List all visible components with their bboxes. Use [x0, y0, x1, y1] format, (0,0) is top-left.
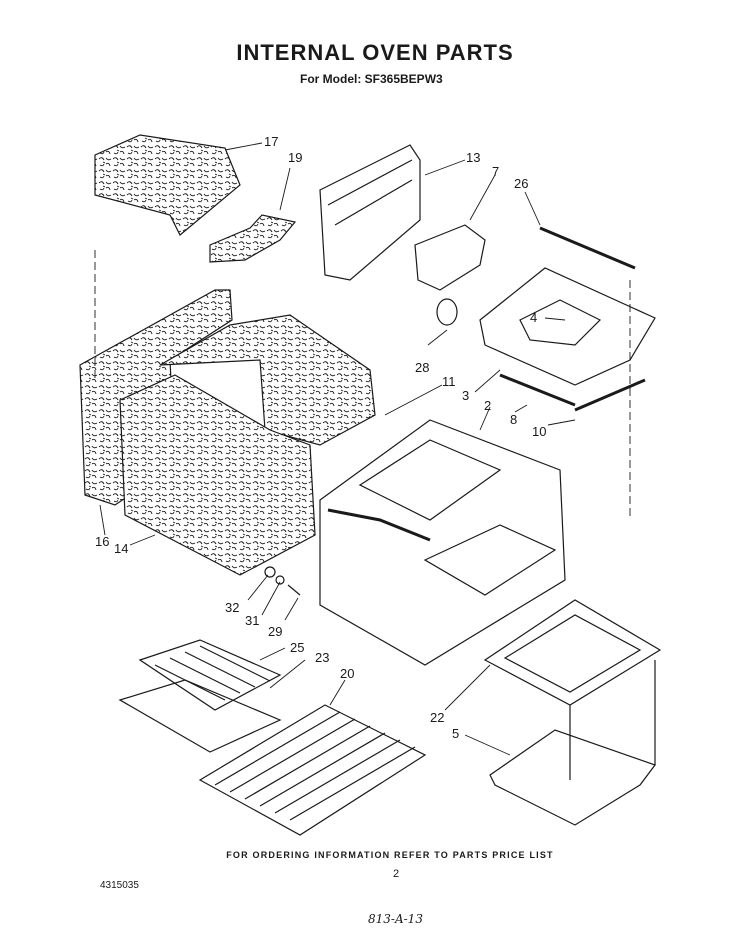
callout-16: 16 — [95, 534, 109, 549]
callout-19: 19 — [288, 150, 302, 165]
front-frame — [319, 144, 421, 281]
oven-cavity — [319, 419, 566, 666]
callout-8: 8 — [510, 412, 517, 427]
small-insulation-pad — [209, 214, 297, 263]
top-insulation-blanket — [94, 134, 241, 236]
vent-ring — [436, 298, 458, 326]
callout-20: 20 — [340, 666, 354, 681]
callout-23: 23 — [315, 650, 329, 665]
page-number: 2 — [393, 868, 400, 880]
seal-strip-10 — [574, 378, 646, 412]
callout-7: 7 — [492, 164, 499, 179]
oven-rack — [198, 704, 427, 836]
model-line: For Model: SF365BEPW3 — [300, 72, 443, 86]
drawer-pan — [489, 729, 656, 826]
callout-17: 17 — [264, 134, 278, 149]
callout-31: 31 — [245, 613, 259, 628]
broil-pan — [118, 679, 282, 753]
callout-22: 22 — [430, 710, 444, 725]
ordering-note: FOR ORDERING INFORMATION REFER TO PARTS … — [226, 850, 554, 860]
seal-strip-8 — [499, 373, 576, 407]
callout-4: 4 — [530, 310, 537, 325]
callout-29: 29 — [268, 624, 282, 639]
callout-11: 11 — [442, 374, 456, 389]
top-panel — [479, 267, 656, 386]
vent-duct — [414, 224, 486, 291]
bracket-29 — [287, 584, 301, 596]
callout-28: 28 — [415, 360, 429, 375]
clip-32 — [264, 566, 276, 578]
drawer-frame — [483, 599, 662, 706]
hinge-rod — [539, 226, 636, 270]
handwritten-reference: 813-A-13 — [368, 912, 423, 926]
callout-5: 5 — [452, 726, 459, 741]
nut-31 — [275, 575, 285, 585]
broil-pan-grid — [138, 639, 282, 711]
callout-26: 26 — [514, 176, 528, 191]
page-title: INTERNAL OVEN PARTS — [236, 40, 514, 65]
callout-14: 14 — [114, 541, 128, 556]
callout-13: 13 — [466, 150, 480, 165]
rear-insulation — [159, 314, 376, 446]
callout-25: 25 — [290, 640, 304, 655]
callout-10: 10 — [532, 424, 546, 439]
wrap-insulation — [119, 374, 316, 576]
document-number: 4315035 — [100, 880, 139, 891]
callout-32: 32 — [225, 600, 239, 615]
callout-3: 3 — [462, 388, 469, 403]
callout-2: 2 — [484, 398, 491, 413]
